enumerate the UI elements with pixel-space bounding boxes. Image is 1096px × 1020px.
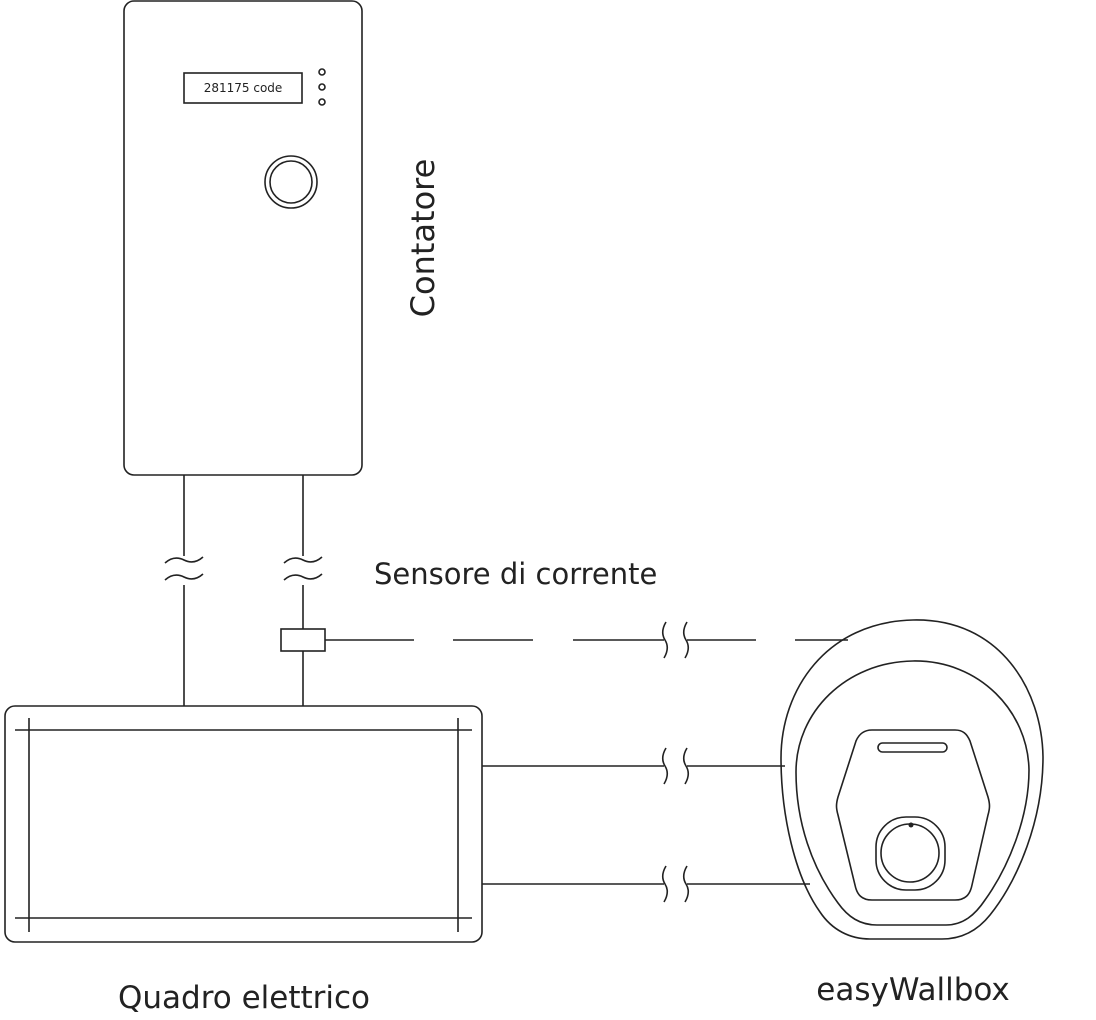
wallbox-inner-shell: [795, 660, 1030, 926]
meter-led-2: [318, 83, 326, 91]
panel-body: [4, 705, 483, 943]
wallbox: [780, 619, 1044, 940]
meter-display: [183, 72, 303, 104]
meter-label: Contatore: [404, 159, 442, 318]
wallbox-socket-frame: [875, 816, 946, 891]
meter-led-3: [318, 98, 326, 106]
wallbox-status-light: [877, 742, 948, 753]
meter: 281175 code: [123, 0, 363, 476]
wallbox-socket-pin: [908, 822, 914, 828]
wallbox-face: [835, 729, 991, 901]
wallbox-label: easyWallbox: [816, 972, 1010, 1008]
panel-label: Quadro elettrico: [118, 980, 370, 1016]
meter-button-outer: [264, 155, 318, 209]
electrical-panel: [4, 705, 483, 943]
wallbox-socket: [880, 823, 940, 883]
current-sensor-label: Sensore di corrente: [374, 557, 657, 591]
meter-panel-cables: [164, 475, 323, 706]
current-sensor: [280, 628, 326, 652]
meter-body: [123, 0, 363, 476]
wallbox-outer-shell: [780, 619, 1044, 940]
meter-led-1: [318, 68, 326, 76]
meter-display-text: 281175 code: [204, 81, 283, 95]
power-cables: [482, 747, 810, 903]
sensor-signal-line: [325, 621, 848, 659]
meter-button-inner: [269, 160, 313, 204]
